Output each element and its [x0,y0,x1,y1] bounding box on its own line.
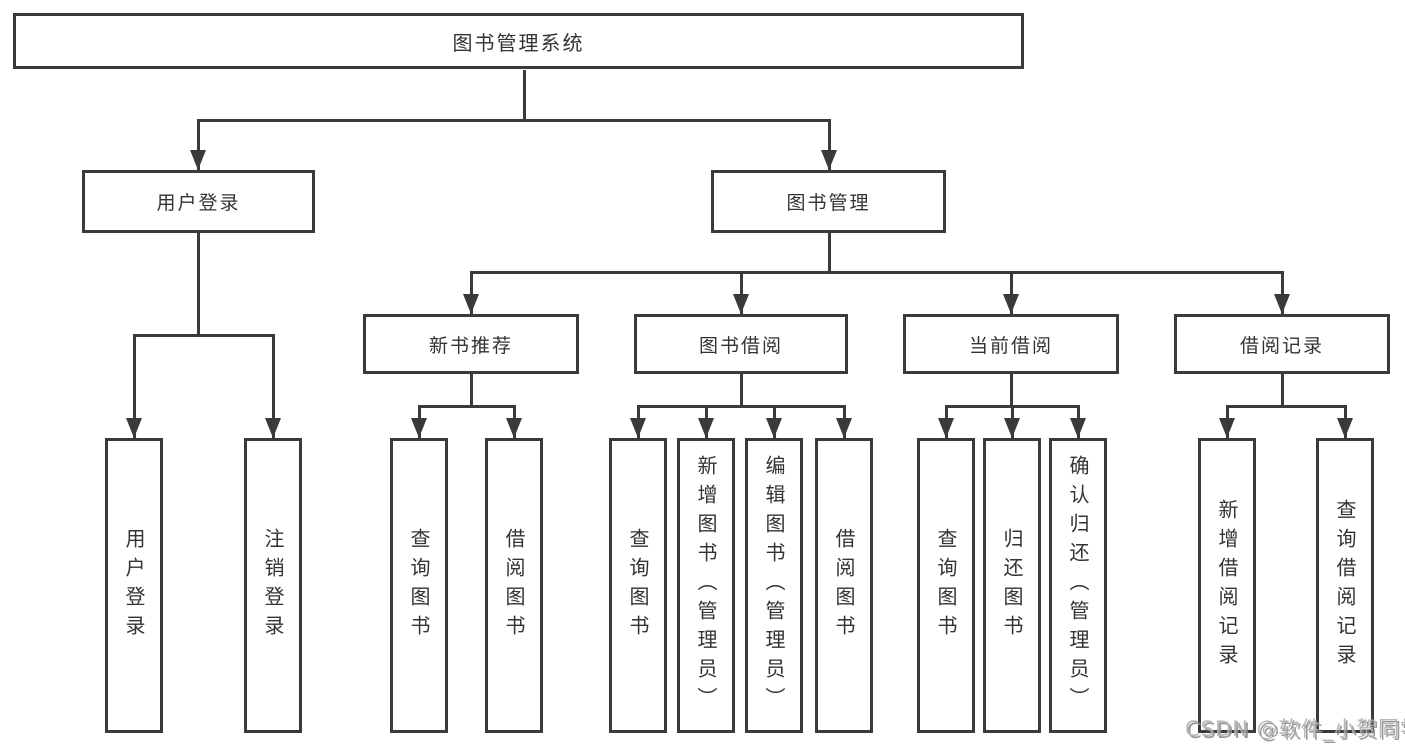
node-book-management-label: 图书管理 [786,192,871,214]
leaf-recommend-query-books-label: 查询图书 [407,527,431,644]
leaf-recommend-borrow-books-label: 借阅图书 [502,527,526,644]
leaf-borrow-edit-books-admin: 编辑图书（管理员） [745,438,803,733]
leaf-records-query-record: 查询借阅记录 [1316,438,1374,733]
connector-line [1009,374,1013,408]
connector-line [522,70,526,122]
arrow-down-icon [766,418,782,438]
leaf-current-query-books-label: 查询图书 [934,527,958,644]
leaf-user-login-label: 用户登录 [122,527,146,644]
leaf-current-confirm-return-admin: 确认归还（管理员） [1049,438,1107,733]
connector-line [1280,270,1284,314]
leaf-current-return-books-label: 归还图书 [1000,527,1024,644]
arrow-down-icon [1004,418,1020,438]
node-user-login-label: 用户登录 [156,192,241,214]
node-current-borrow: 当前借阅 [903,314,1119,374]
connector-line [196,233,200,337]
node-borrow-records-label: 借阅记录 [1239,334,1324,357]
arrow-down-icon [733,294,749,314]
leaf-borrow-query-books-label: 查询图书 [626,527,650,644]
node-library-management-system-label: 图书管理系统 [452,30,585,55]
arrow-down-icon [1274,294,1290,314]
leaf-logout: 注销登录 [244,438,302,733]
connector-line [1280,374,1284,408]
connector-line [417,404,516,408]
arrow-down-icon [506,418,522,438]
connector-line [827,118,831,170]
leaf-logout-label: 注销登录 [261,527,285,644]
connector-line [944,404,1080,408]
arrow-down-icon [1003,294,1019,314]
node-borrow-records: 借阅记录 [1174,314,1390,374]
leaf-borrow-add-books-admin: 新增图书（管理员） [677,438,735,733]
leaf-recommend-borrow-books: 借阅图书 [485,438,543,733]
leaf-borrow-add-books-admin-label: 新增图书（管理员） [694,455,718,716]
connector-line [827,233,831,274]
arrow-down-icon [836,418,852,438]
leaf-borrow-borrow-books: 借阅图书 [815,438,873,733]
leaf-records-add-record-label: 新增借阅记录 [1215,498,1239,673]
arrow-down-icon [938,418,954,438]
leaf-borrow-query-books: 查询图书 [609,438,667,733]
arrow-down-icon [821,150,837,170]
node-library-management-system: 图书管理系统 [13,13,1024,69]
leaf-current-query-books: 查询图书 [917,438,975,733]
arrow-down-icon [190,150,206,170]
connector-line [469,270,473,314]
connector-line [132,333,275,337]
connector-line [196,118,200,170]
connector-line [1225,404,1347,408]
arrow-down-icon [411,418,427,438]
leaf-borrow-edit-books-admin-label: 编辑图书（管理员） [762,455,786,716]
node-current-borrow-label: 当前借阅 [968,334,1053,357]
leaf-user-login: 用户登录 [105,438,163,733]
arrow-down-icon [1337,418,1353,438]
leaf-records-add-record: 新增借阅记录 [1198,438,1256,733]
node-book-borrow-label: 图书借阅 [698,334,783,357]
connector-line [1009,270,1013,314]
connector-line [469,270,1284,274]
arrow-down-icon [463,294,479,314]
connector-line [469,374,473,408]
connector-line [271,333,275,438]
connector-line [196,118,831,122]
connector-line [739,374,743,408]
node-new-book-recommend-label: 新书推荐 [428,334,513,357]
watermark: CSDN @软件_小贺同学 [1185,717,1405,741]
leaf-records-query-record-label: 查询借阅记录 [1333,498,1357,673]
leaf-current-return-books: 归还图书 [983,438,1041,733]
arrow-down-icon [1219,418,1235,438]
leaf-borrow-borrow-books-label: 借阅图书 [832,527,856,644]
connector-line [636,404,846,408]
leaf-recommend-query-books: 查询图书 [390,438,448,733]
node-user-login: 用户登录 [82,170,315,233]
node-new-book-recommend: 新书推荐 [363,314,579,374]
node-book-management: 图书管理 [711,170,946,233]
arrow-down-icon [1070,418,1086,438]
leaf-current-confirm-return-admin-label: 确认归还（管理员） [1066,455,1090,716]
arrow-down-icon [698,418,714,438]
arrow-down-icon [265,418,281,438]
arrow-down-icon [126,418,142,438]
connector-line [739,270,743,314]
arrow-down-icon [630,418,646,438]
connector-line [132,333,136,438]
node-book-borrow: 图书借阅 [634,314,848,374]
